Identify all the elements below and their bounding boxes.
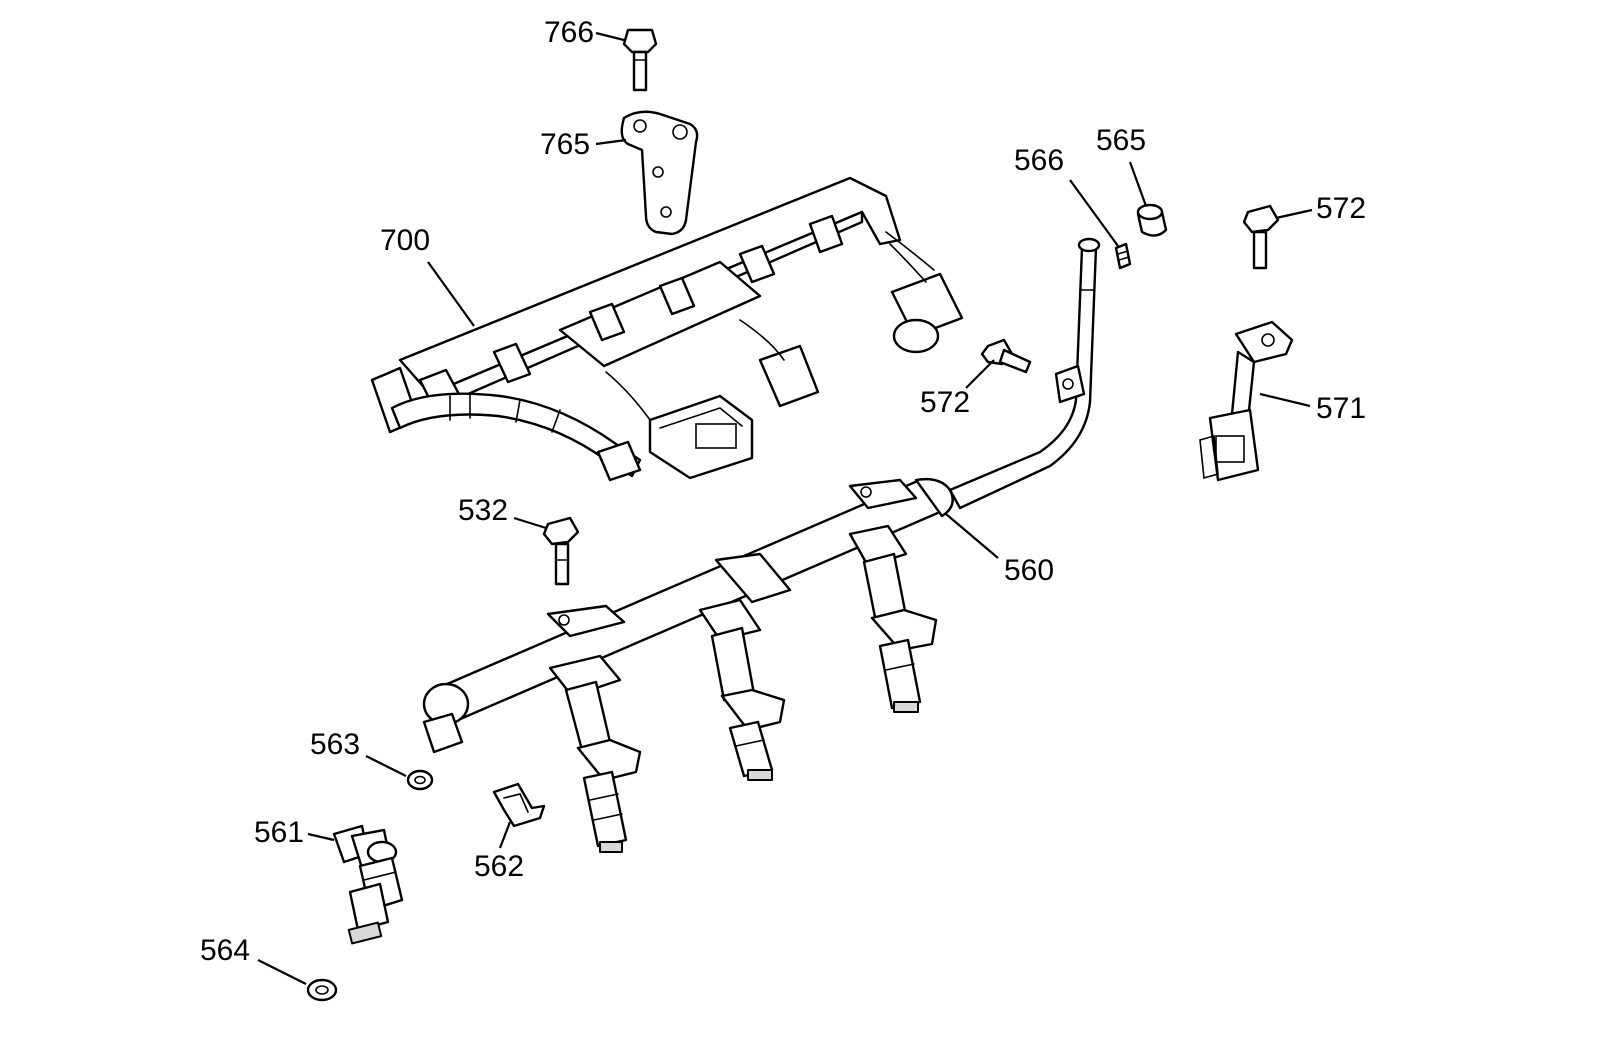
part-700-wiring-harness [370,176,964,482]
callout-565: 565 [1096,124,1148,207]
svg-text:700: 700 [380,224,430,257]
callout-560: 560 [945,513,1054,587]
svg-text:566: 566 [1014,144,1064,177]
svg-text:565: 565 [1096,124,1146,157]
injector-installed-1 [564,680,642,853]
part-564-o-ring [306,978,338,1002]
svg-text:571: 571 [1316,392,1366,425]
part-532-bolt [542,516,580,586]
svg-text:572: 572 [1316,192,1366,225]
part-572-bolt-center [980,338,1032,374]
svg-text:572: 572 [920,386,970,419]
callout-766: 766 [544,16,625,49]
callout-532: 532 [458,494,547,530]
callout-765: 765 [540,128,627,161]
svg-text:765: 765 [540,128,590,161]
callout-571: 571 [1259,392,1366,425]
callout-563: 563 [310,728,407,777]
part-560-fuel-rail [422,237,1101,754]
part-765-bracket [620,110,699,236]
part-566-valve-core [1114,242,1132,270]
part-565-cap [1136,203,1168,237]
part-572-bolt-upper [1242,204,1280,270]
part-766-bolt [622,28,658,92]
part-563-o-ring [406,769,434,791]
part-571-bracket [1199,320,1294,482]
callout-700: 700 [380,224,475,327]
part-562-retainer-clip [492,782,546,828]
svg-text:564: 564 [200,934,250,967]
injector-installed-3 [862,552,938,713]
svg-text:532: 532 [458,494,508,527]
svg-text:562: 562 [474,850,524,883]
injector-installed-2 [710,626,786,781]
callout-572-center: 572 [920,359,995,419]
svg-text:563: 563 [310,728,360,761]
callout-561: 561 [254,816,335,849]
callout-564: 564 [200,934,307,985]
svg-text:561: 561 [254,816,304,849]
callout-562: 562 [474,821,524,883]
svg-text:766: 766 [544,16,594,49]
callout-572-upper: 572 [1275,192,1366,225]
part-561-fuel-injector [332,824,404,945]
callout-566: 566 [1014,144,1119,247]
svg-text:560: 560 [1004,554,1054,587]
